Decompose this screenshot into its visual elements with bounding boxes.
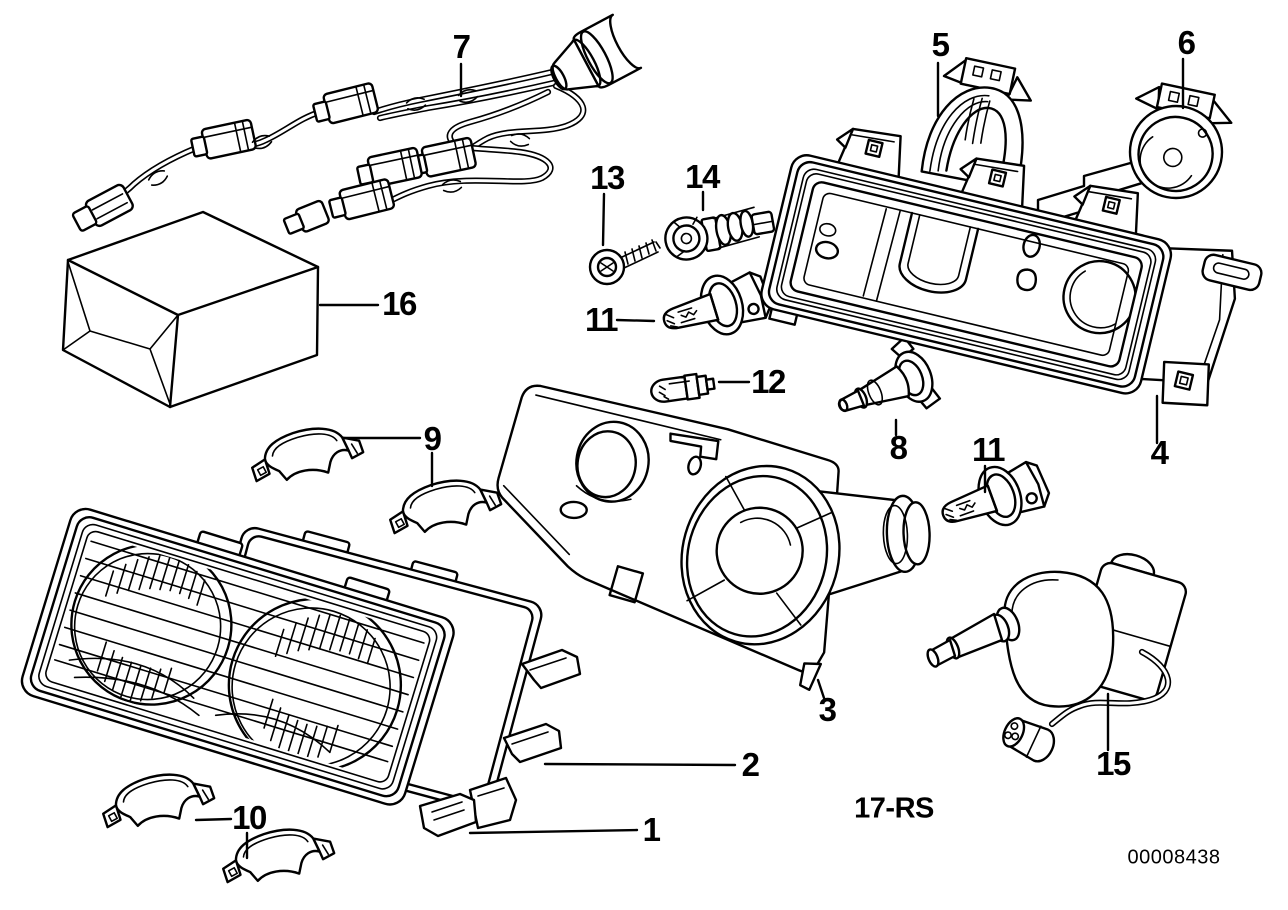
callout-1: 1 [642,811,661,848]
callout-13: 13 [590,159,625,196]
part-12-wedge-bulb [650,372,716,403]
callout-6: 6 [1177,24,1196,61]
part-11-bulb-left [654,261,777,353]
part-6-bulb-holder-cap [1128,82,1233,200]
part-8-bulb-holder [837,336,942,413]
callout-14: 14 [685,158,720,195]
part-15-levelling-motor [926,553,1188,763]
callout-16: 16 [382,285,417,322]
callout-8: 8 [889,429,908,466]
part-1-foot-bracket [418,792,478,838]
callout-11: 11 [972,431,1005,468]
callout-5: 5 [931,26,950,63]
part-3-reflector-unit [496,384,931,692]
part-16-parts-box [61,210,320,409]
drawing-code: 17-RS [854,792,934,825]
part-1-headlight-cover [20,507,455,806]
callout-10: 10 [232,799,267,836]
callout-2: 2 [741,746,760,783]
motor-connector-plug [1002,717,1056,763]
harness-plug-nose [282,199,330,235]
part-4-headlight-housing-frame [760,127,1263,407]
callout-12: 12 [751,363,786,400]
part-10-clips [97,765,338,888]
part-7-wiring-harness [71,13,643,235]
harness-end-plug [71,183,134,232]
part-14-adjusting-screw [664,206,776,261]
image-number: 00008438 [1127,846,1221,869]
callout-3: 3 [818,691,837,728]
callout-4: 4 [1150,434,1169,471]
callout-9: 9 [423,420,442,457]
callout-15: 15 [1096,745,1131,782]
part-5-bulb-cover [920,57,1032,191]
callout-7: 7 [452,28,471,65]
part-13-screw [588,239,661,286]
callout-11: 11 [585,301,618,338]
harness-boot-connector [550,13,643,91]
leader-lines [194,57,1185,860]
